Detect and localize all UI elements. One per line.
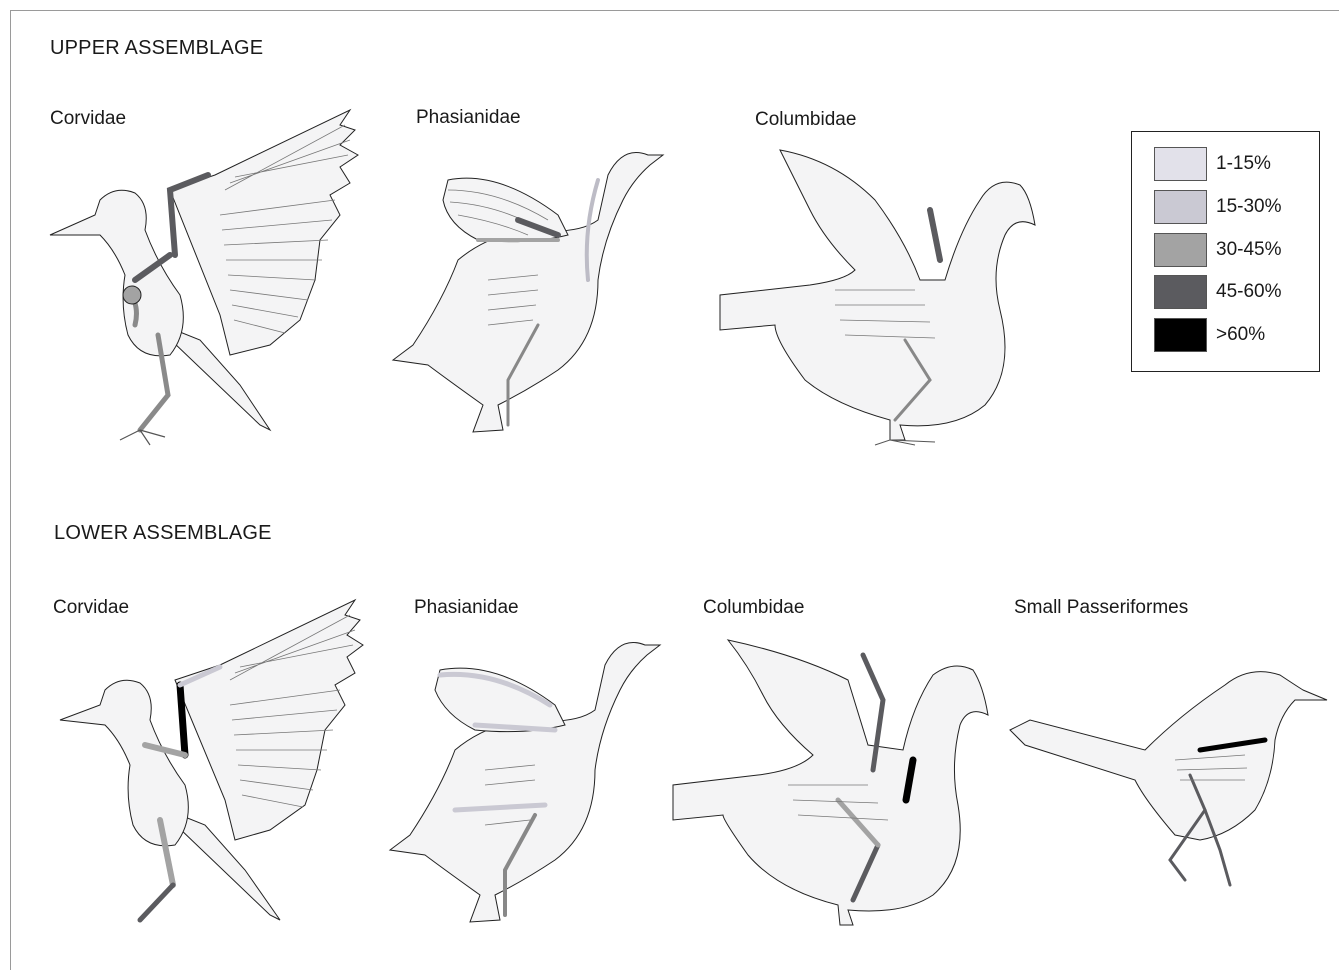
legend-label: 1-15% [1216, 153, 1271, 175]
legend-label: 45-60% [1216, 281, 1282, 303]
upper-phasianidae-skeleton-figure [388, 140, 668, 455]
lower-columbidae-label: Columbidae [703, 597, 804, 619]
upper-columbidae-skeleton-figure [715, 140, 1045, 455]
legend-label: 30-45% [1216, 239, 1282, 261]
lower-phasianidae-label: Phasianidae [414, 597, 519, 619]
legend-box: 1-15% 15-30% 30-45% 45-60% >60% [1131, 131, 1320, 372]
lower-passeriformes-skeleton-figure [1005, 660, 1330, 930]
legend-swatch [1154, 233, 1207, 267]
upper-phasianidae-label: Phasianidae [416, 107, 521, 129]
legend-swatch [1154, 275, 1207, 309]
lower-assemblage-title: LOWER ASSEMBLAGE [54, 522, 272, 545]
legend-item: 45-60% [1154, 274, 1282, 310]
legend-label: 15-30% [1216, 196, 1282, 218]
legend-swatch [1154, 147, 1207, 181]
lower-phasianidae-skeleton-figure [385, 630, 665, 945]
legend-item: 1-15% [1154, 146, 1271, 182]
upper-assemblage-title: UPPER ASSEMBLAGE [50, 37, 263, 60]
legend-swatch [1154, 190, 1207, 224]
legend-item: 30-45% [1154, 232, 1282, 268]
legend-item: >60% [1154, 317, 1265, 353]
lower-passeriformes-label: Small Passeriformes [1014, 597, 1188, 619]
upper-corvidae-skeleton-figure [40, 105, 370, 455]
lower-corvidae-skeleton-figure [55, 595, 375, 940]
upper-columbidae-label: Columbidae [755, 109, 856, 131]
lower-columbidae-skeleton-figure [668, 625, 998, 945]
legend-swatch [1154, 318, 1207, 352]
legend-label: >60% [1216, 324, 1265, 346]
legend-item: 15-30% [1154, 189, 1282, 225]
